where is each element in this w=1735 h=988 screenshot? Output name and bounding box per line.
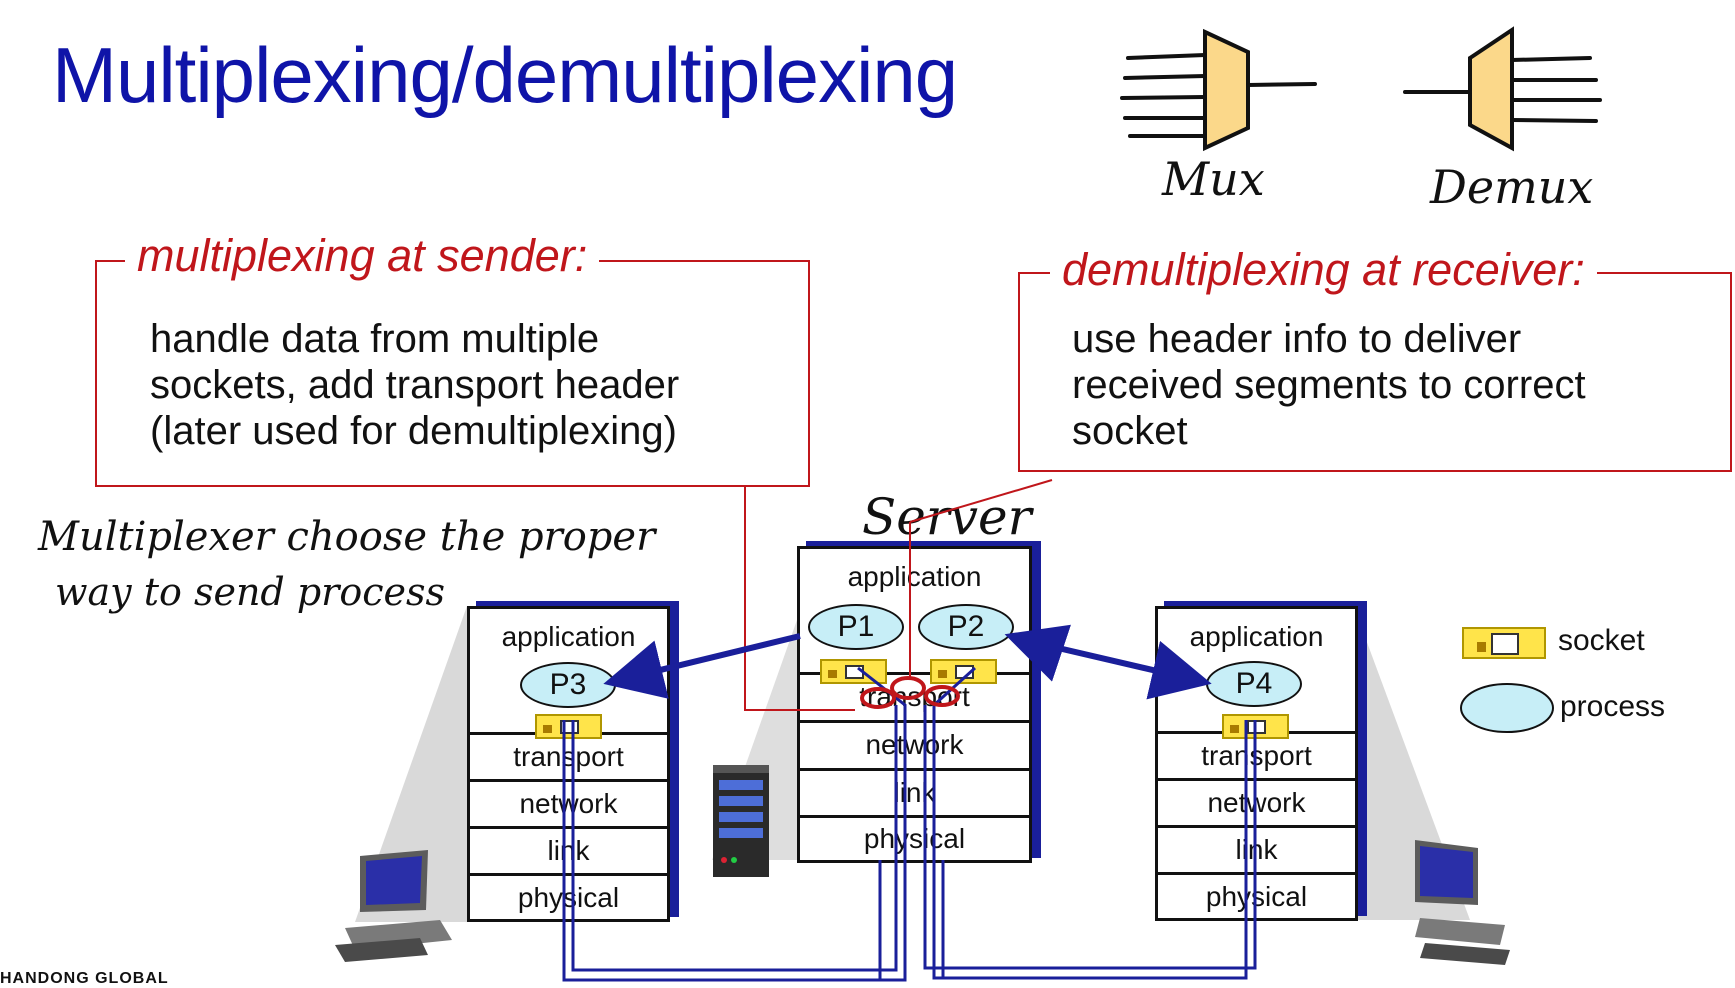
demux-icon [1403, 26, 1602, 152]
server-layer-physical: physical [800, 815, 1029, 863]
receiver-line-1: use header info to deliver [1072, 317, 1522, 361]
process-p3: P3 [520, 662, 616, 708]
handwritten-note-line-1: Multiplexer choose the proper [38, 514, 656, 560]
mux-icon [1120, 28, 1317, 152]
left-layer-network: network [470, 779, 667, 829]
demux-label: Demux [1430, 160, 1594, 214]
process-p2: P2 [918, 604, 1014, 650]
server-label: Server [862, 488, 1032, 546]
desktop-computer-icon [335, 850, 452, 962]
legend-socket-label: socket [1558, 624, 1645, 657]
server-tower-icon [713, 765, 769, 877]
arrow-p1-to-p3 [603, 633, 801, 699]
left-layer-link: link [470, 826, 667, 876]
receiver-pointer-line [909, 479, 1053, 523]
legend-socket-icon [1462, 627, 1546, 659]
process-p1: P1 [808, 604, 904, 650]
receiver-line-2: received segments to correct [1072, 363, 1586, 407]
footer-text: HANDONG GLOBAL [0, 970, 169, 987]
legend-process-icon [1460, 683, 1554, 733]
arrow-p2-to-p4 [1014, 635, 1212, 700]
left-layer-physical: physical [470, 873, 667, 922]
mux-label: Mux [1162, 152, 1265, 206]
sender-line-2: sockets, add transport header [150, 363, 680, 407]
handwritten-note-line-2: way to send process [55, 570, 445, 614]
sender-line-3: (later used for demultiplexing) [150, 409, 677, 453]
sender-line-1: handle data from multiple [150, 317, 600, 361]
server-layer-application: application [847, 561, 982, 592]
sender-callout-heading: multiplexing at sender: [125, 230, 600, 282]
receiver-callout-heading: demultiplexing at receiver: [1050, 244, 1597, 296]
server-layer-network: network [800, 720, 1029, 771]
server-stack: application transport network link physi… [797, 546, 1032, 863]
receiver-callout-text: use header info to deliver received segm… [1072, 316, 1586, 454]
sender-callout-text: handle data from multiple sockets, add t… [150, 316, 679, 454]
receiver-line-3: socket [1072, 409, 1188, 453]
slide-title: Multiplexing/demultiplexing [52, 31, 958, 119]
server-layer-link: link [800, 768, 1029, 818]
legend-process-label: process [1560, 690, 1666, 723]
right-layer-application: application [1189, 621, 1324, 652]
socket-p1 [820, 659, 887, 684]
desktop-computer-icon [1415, 840, 1510, 965]
sender-pointer-line [744, 487, 855, 711]
